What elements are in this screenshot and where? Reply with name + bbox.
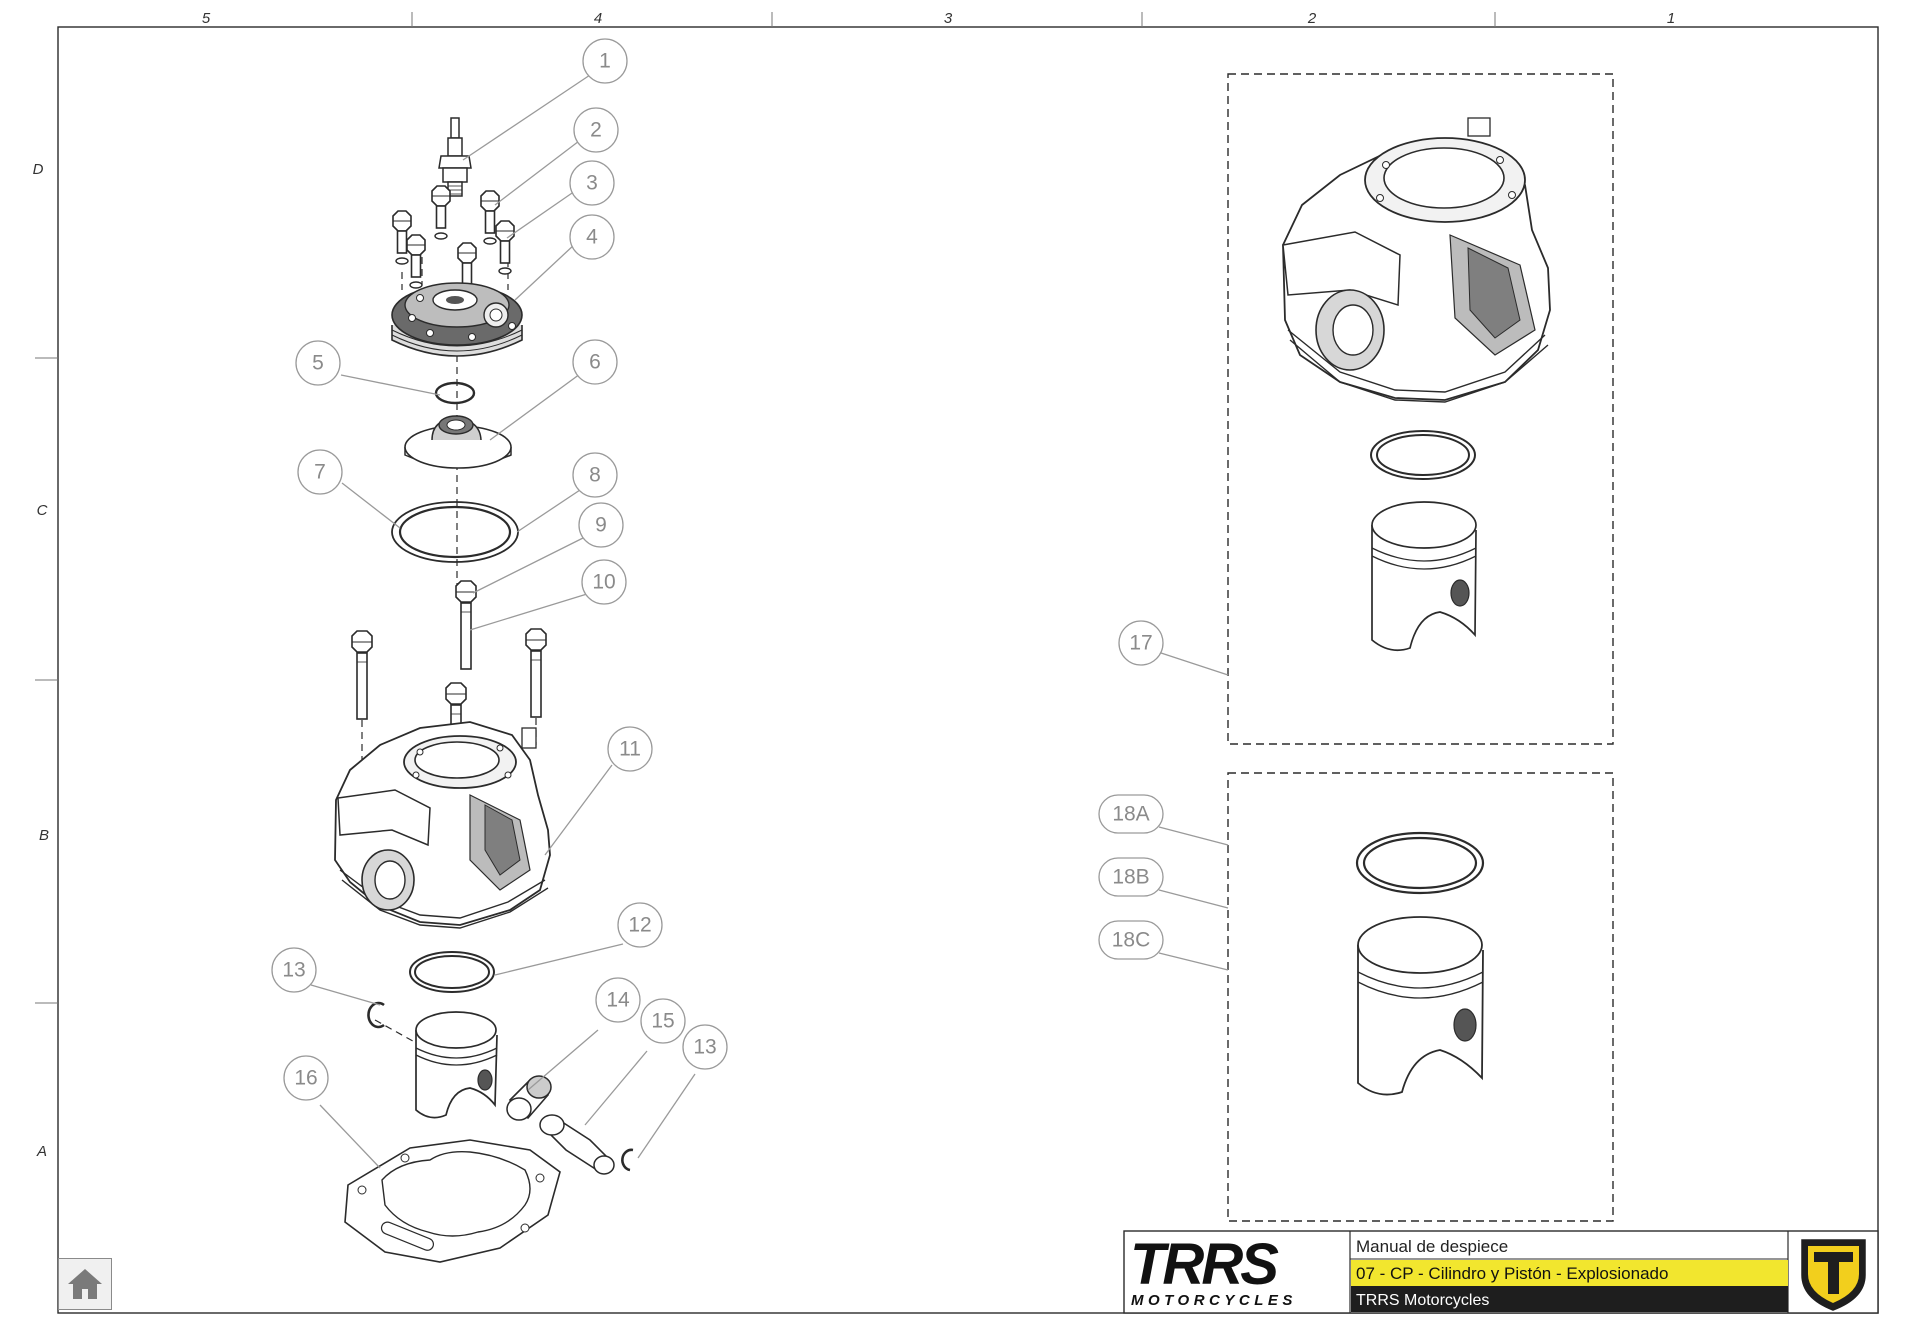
- row-label: C: [37, 502, 48, 519]
- drawing-frame: [57, 26, 1879, 1314]
- company-name: TRRS Motorcycles: [1356, 1292, 1489, 1309]
- callout-label: 7: [314, 461, 326, 484]
- callout-label: 3: [586, 172, 598, 195]
- piston-pin: [539, 1114, 615, 1175]
- brand-logo-subtext: MOTORCYCLES: [1131, 1292, 1297, 1309]
- callout-label: 8: [589, 464, 601, 487]
- combustion-chamber-insert: [404, 415, 512, 469]
- cylinder-head: [391, 282, 523, 357]
- o-ring: [434, 381, 476, 405]
- callout-label: 12: [628, 914, 651, 937]
- column-label: 4: [594, 10, 602, 27]
- section-title: 07 - CP - Cilindro y Pistón - Explosiona…: [1356, 1264, 1668, 1283]
- callout-label: 4: [586, 226, 598, 249]
- callout-label: 18B: [1112, 866, 1149, 889]
- callout-bubbles: 1 2 3 4 5 6 7 8 9 10 11 12 13 14 15 13 1…: [271, 38, 1164, 1101]
- section-title-highlight: [1351, 1260, 1788, 1286]
- callout-label: 16: [294, 1067, 317, 1090]
- small-end-bearing: [506, 1075, 552, 1121]
- callout-label: 14: [606, 989, 630, 1012]
- circlip: [367, 1001, 634, 1172]
- piston-ring: [409, 951, 495, 993]
- column-label: 1: [1667, 10, 1675, 27]
- grid-ticks: [35, 12, 1496, 1004]
- cylinder: [334, 721, 551, 929]
- kit-18-piston: [1357, 916, 1484, 1096]
- head-bolts: [392, 185, 515, 297]
- column-label: 2: [1307, 10, 1317, 27]
- callout-label: 13: [693, 1036, 716, 1059]
- callout-label: 13: [282, 959, 305, 982]
- piston: [415, 1011, 498, 1119]
- trrs-shield-icon: [1801, 1239, 1866, 1311]
- head-gaskets: [391, 501, 519, 563]
- brand-logo-text: TRRS: [1130, 1232, 1279, 1297]
- callout-label: 15: [651, 1010, 674, 1033]
- callout-label: 17: [1129, 632, 1152, 655]
- home-icon: [68, 1269, 102, 1299]
- column-label: 5: [202, 10, 211, 27]
- kit-18-piston-ring: [1355, 831, 1485, 895]
- title-block: TRRS MOTORCYCLES Manual de despiece 07 -…: [1123, 1230, 1879, 1314]
- manual-label: Manual de despiece: [1356, 1237, 1508, 1256]
- home-button[interactable]: [58, 1258, 112, 1310]
- kit-piston-ring: [1370, 430, 1476, 480]
- callout-label: 5: [312, 352, 324, 375]
- callout-label: 2: [590, 119, 602, 142]
- kit-17-frame: [1227, 73, 1614, 745]
- callout-label: 18C: [1112, 929, 1151, 952]
- callout-label: 18A: [1112, 803, 1149, 826]
- callout-label: 10: [592, 571, 615, 594]
- kit-cylinder: [1282, 117, 1551, 403]
- callout-label: 11: [619, 738, 641, 761]
- kit-piston: [1371, 501, 1477, 652]
- row-label: D: [33, 161, 44, 178]
- base-gasket: [344, 1139, 561, 1263]
- company-band: [1351, 1286, 1788, 1312]
- row-label: A: [36, 1143, 47, 1160]
- row-label: B: [39, 827, 49, 844]
- callout-leaders: [310, 74, 1229, 1169]
- callout-label: 9: [595, 514, 607, 537]
- callout-label: 6: [589, 351, 601, 374]
- callout-label: 1: [599, 50, 611, 73]
- column-label: 3: [944, 10, 953, 27]
- spark-plug: [438, 117, 472, 197]
